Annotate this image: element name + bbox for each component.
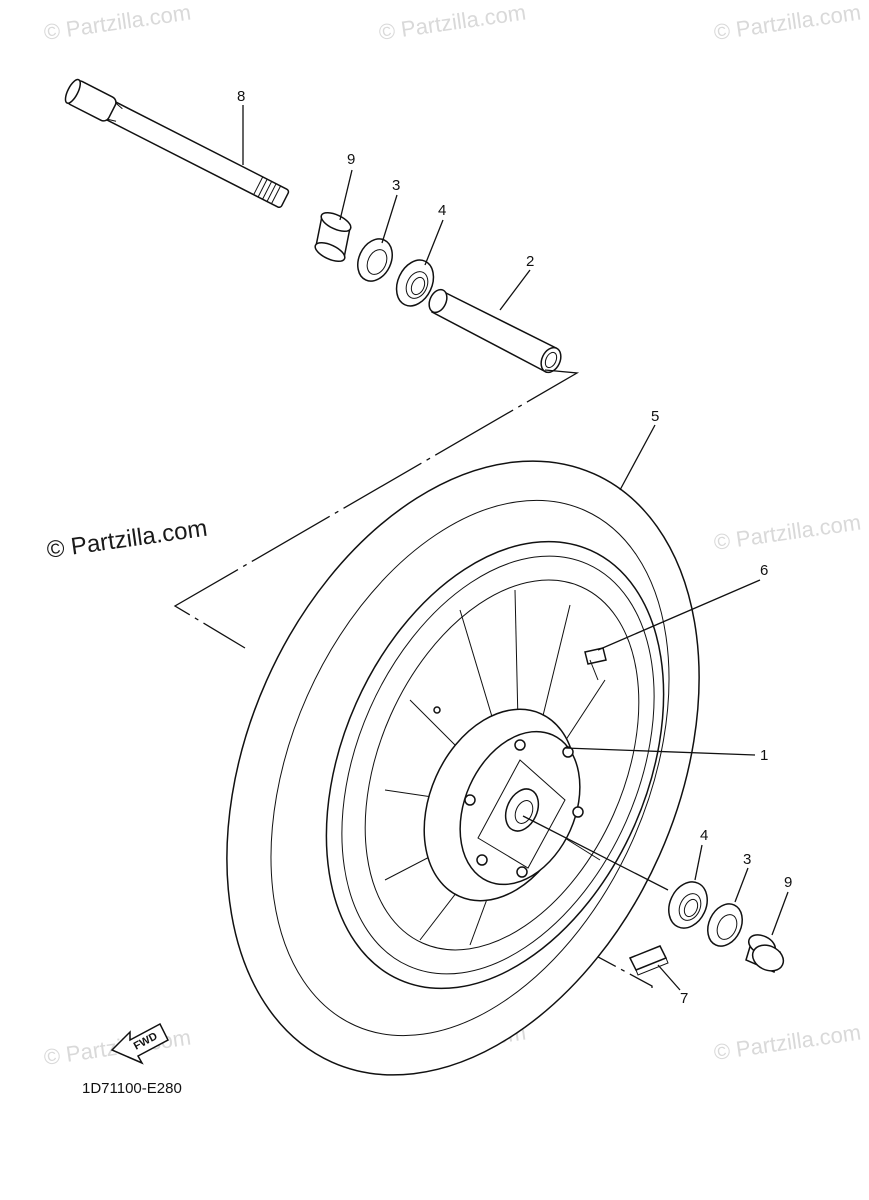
callout-wheel: 1 <box>760 747 768 764</box>
watermark: © Partzilla.com <box>712 1020 862 1065</box>
axle[interactable] <box>63 78 291 211</box>
callout-collar-right: 9 <box>784 874 792 891</box>
balance-weight[interactable] <box>628 945 669 976</box>
collar-right[interactable] <box>745 931 788 976</box>
watermark: © Partzilla.com <box>712 510 862 555</box>
valve[interactable] <box>584 647 607 681</box>
callout-collar-top: 9 <box>347 151 355 168</box>
oil-seal-right[interactable] <box>701 898 749 951</box>
bearing-top[interactable] <box>389 254 440 312</box>
watermark: © Partzilla.com <box>377 0 527 45</box>
spacer[interactable] <box>426 287 565 376</box>
watermark: © Partzilla.com <box>712 0 862 45</box>
oil-seal-top[interactable] <box>351 233 399 286</box>
callout-oil-seal-right: 3 <box>743 851 751 868</box>
collar-top[interactable] <box>313 209 354 265</box>
diagram-code: 1D71100-E280 <box>82 1080 182 1097</box>
leader-lines <box>242 105 789 991</box>
wheel[interactable] <box>261 488 730 1041</box>
callout-valve: 6 <box>760 562 768 579</box>
watermark: © Partzilla.com <box>42 0 192 45</box>
callout-balance-weight: 7 <box>680 990 688 1007</box>
callouts: 8 9 3 4 2 5 6 1 4 3 9 7 <box>237 88 792 1007</box>
callout-bearing-top: 4 <box>438 202 446 219</box>
callout-bearing-right: 4 <box>700 827 708 844</box>
callout-oil-seal-top: 3 <box>392 177 400 194</box>
watermark-prominent: © Partzilla.com <box>45 515 209 564</box>
bearing-right[interactable] <box>662 876 715 935</box>
callout-tire: 5 <box>651 408 659 425</box>
callout-spacer: 2 <box>526 253 534 270</box>
fwd-arrow-icon: FWD <box>110 1022 169 1065</box>
callout-axle: 8 <box>237 88 245 105</box>
assembly-line <box>173 369 580 649</box>
